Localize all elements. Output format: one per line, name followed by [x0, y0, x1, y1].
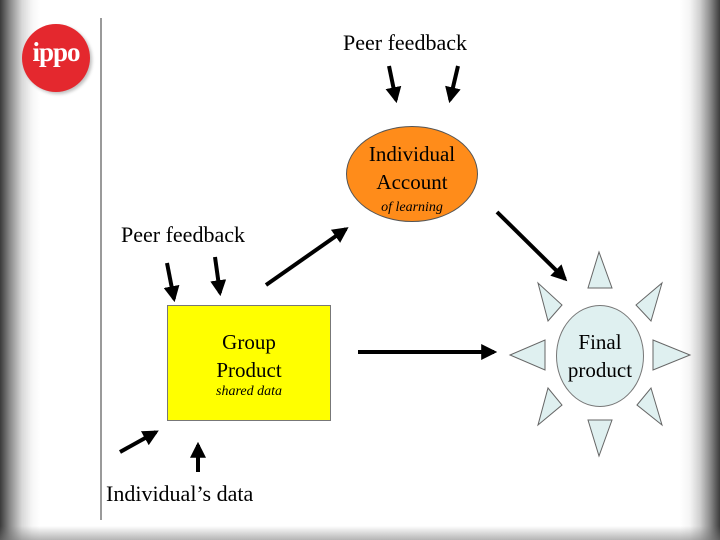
sun-ray-left	[508, 339, 546, 371]
peer-feedback-top-label: Peer feedback	[343, 30, 467, 55]
sun-ray-top-left	[537, 281, 563, 323]
sun-rays	[508, 250, 692, 458]
individual-account-node: Individual Account of learning	[346, 126, 478, 222]
arrow-group-to-account	[264, 227, 349, 287]
arrow-feedback-top-1	[385, 65, 402, 104]
vertical-divider	[100, 18, 102, 520]
sun-ray-bottom-left	[537, 386, 563, 427]
individual-account-line1: Individual	[368, 142, 456, 166]
group-product-node: Group Product shared data	[167, 305, 331, 421]
arrow-feedback-left-2	[210, 256, 227, 297]
arrow-data-to-group-diag	[119, 430, 159, 454]
peer-feedback-left-label: Peer feedback	[121, 222, 245, 247]
sun-ray-right	[652, 339, 692, 371]
arrow-account-to-final	[495, 210, 568, 282]
final-product-line2: product	[567, 358, 633, 382]
group-product-title: Group Product	[168, 328, 330, 384]
ippo-logo: ippo	[22, 24, 90, 92]
sun-ray-bottom	[587, 419, 613, 458]
sun-ray-bottom-right	[636, 386, 663, 427]
logo-text: ippo	[32, 37, 80, 67]
individual-account-line2: Account	[376, 170, 448, 194]
arrow-feedback-left-1	[163, 262, 180, 303]
individuals-data-label: Individual’s data	[106, 481, 254, 506]
sun-ray-top	[587, 250, 613, 289]
group-product-line1: Group	[222, 330, 276, 354]
individual-account-subtitle: of learning	[381, 200, 443, 215]
arrow-feedback-top-2	[445, 65, 461, 104]
arrows	[119, 65, 568, 472]
group-product-line2: Product	[216, 358, 282, 382]
final-product-title: Final product	[557, 328, 643, 384]
final-product-line1: Final	[578, 330, 622, 354]
group-product-subtitle: shared data	[216, 384, 282, 399]
individual-account-title: Individual Account	[347, 140, 477, 196]
sun-ray-top-right	[635, 281, 663, 322]
final-product-node: Final product	[556, 305, 644, 407]
